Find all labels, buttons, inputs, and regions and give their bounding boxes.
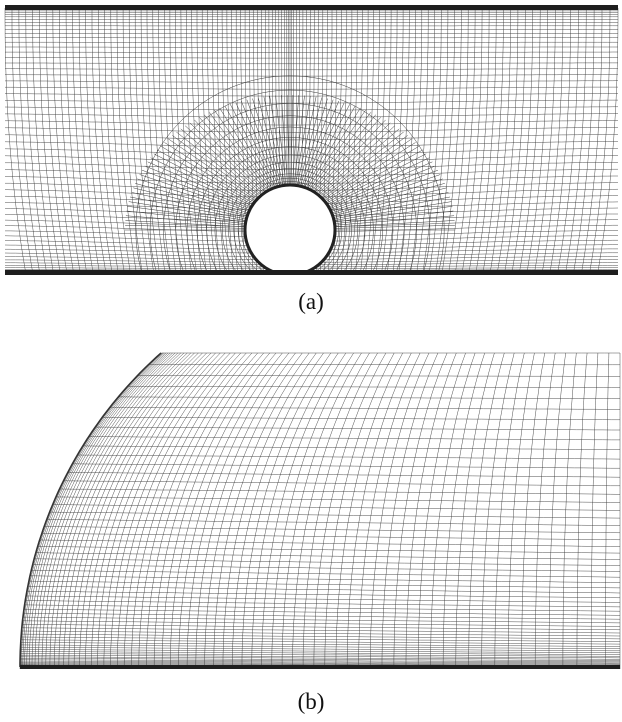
top-wall [5,5,618,10]
mesh-zoom-cylinder-svg [0,345,622,675]
cylinder-radial-lines [125,75,455,282]
bottom-wall [5,270,618,275]
cylinder-hole [243,183,337,277]
cylinder-surface-curve [19,352,162,667]
mesh-panel-a [0,0,622,282]
mesh-full-channel-svg [0,5,622,282]
panel-b-caption: (b) [297,689,325,714]
cylinder-surface-region [0,345,171,675]
mesh-panel-b [0,345,622,675]
panel-a-caption: (a) [298,289,324,314]
bottom-wall-zoom [20,665,620,669]
